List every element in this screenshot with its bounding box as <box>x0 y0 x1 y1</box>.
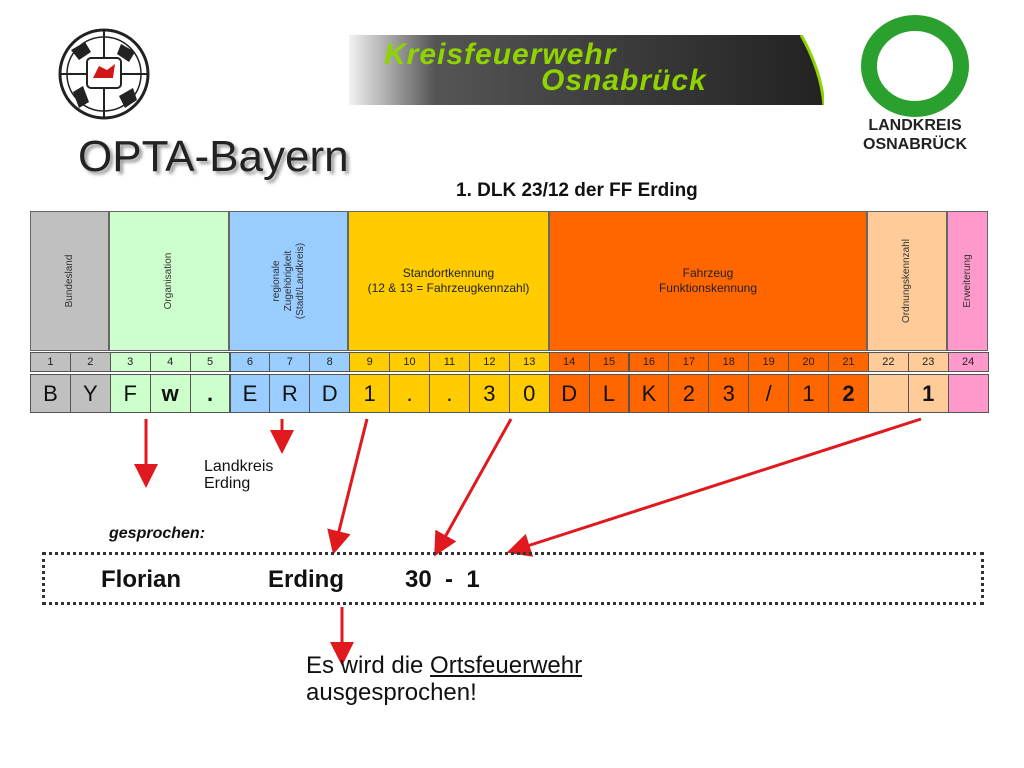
position-number: 18 <box>708 352 750 372</box>
code-character: 1 <box>788 374 829 413</box>
position-number: 22 <box>867 352 909 372</box>
position-number: 17 <box>668 352 710 372</box>
code-character: L <box>588 374 630 413</box>
code-character: Y <box>69 374 111 413</box>
vehicle-subtitle: 1. DLK 23/12 der FF Erding <box>456 180 698 201</box>
bottom-explanation: Es wird die Ortsfeuerwehr ausgesprochen! <box>306 652 582 706</box>
code-character: w <box>149 374 191 413</box>
spoken-word-erding: Erding <box>268 566 344 593</box>
banner-text-kreisfeuerwehr: Kreisfeuerwehr <box>384 38 617 71</box>
code-character: K <box>628 374 670 413</box>
spoken-label: gesprochen: <box>109 525 206 542</box>
header-standort: Standortkennung (12 & 13 = Fahrzeugkennz… <box>348 211 549 351</box>
bottom-text-prefix: Es wird die <box>306 652 431 679</box>
position-number: 21 <box>828 352 869 372</box>
position-number: 24 <box>947 352 989 372</box>
header-fahrzeug-label: Fahrzeug Funktionskennung <box>550 266 866 296</box>
position-number: 20 <box>788 352 829 372</box>
landkreis-note-line1: Landkreis <box>204 458 274 475</box>
arrow-standort-florian <box>327 418 369 555</box>
arrow-ordnungskennzahl <box>506 417 922 557</box>
header-fahrzeug: Fahrzeug Funktionskennung <box>549 211 867 351</box>
header-fahrzeug-line2: Funktionskennung <box>658 281 758 295</box>
header-regional: regionale Zugehörigkeit (Stadt/Landkreis… <box>229 211 348 351</box>
code-character: . <box>189 374 231 413</box>
fire-brigade-crest-icon <box>58 28 150 120</box>
landkreis-note: Landkreis Erding <box>204 458 273 492</box>
code-character: . <box>429 374 470 413</box>
code-character: D <box>309 374 351 413</box>
header-standort-line1: Standortkennung <box>402 266 495 280</box>
code-character: 1 <box>349 374 391 413</box>
position-number: 10 <box>389 352 430 372</box>
code-character: E <box>229 374 271 413</box>
header-fahrzeug-line1: Fahrzeug <box>682 266 734 280</box>
position-number: 23 <box>907 352 949 372</box>
position-number: 14 <box>548 352 590 372</box>
code-character: B <box>30 374 71 413</box>
kreisfeuerwehr-banner <box>349 35 824 105</box>
spoken-callsign-box <box>42 552 984 605</box>
banner-text-osnabrueck: Osnabrück <box>541 64 707 97</box>
header-erweiterung: Erweiterung <box>947 211 988 351</box>
position-number: 13 <box>508 352 550 372</box>
position-number: 4 <box>149 352 191 372</box>
code-character <box>947 374 989 413</box>
header-ordnung: Ordnungskennzahl <box>867 211 947 351</box>
code-character: 2 <box>668 374 710 413</box>
landkreis-note-line2: Erding <box>204 475 251 492</box>
code-character: F <box>109 374 151 413</box>
spoken-word-number: 30 - 1 <box>405 566 480 593</box>
position-number: 11 <box>429 352 470 372</box>
bottom-text-line2: ausgesprochen! <box>306 679 477 706</box>
code-character: 3 <box>468 374 510 413</box>
bottom-text-underlined: Ortsfeuerwehr <box>430 652 583 679</box>
header-organisation: Organisation <box>109 211 229 351</box>
position-number: 3 <box>109 352 151 372</box>
code-character: / <box>748 374 790 413</box>
header-bundesland: Bundesland <box>30 211 109 351</box>
landkreis-ring-logo-icon <box>861 15 969 117</box>
landkreis-logo-text: LANDKREIS OSNABRÜCK <box>850 116 980 154</box>
position-number: 19 <box>748 352 790 372</box>
landkreis-logo-line1: LANDKREIS <box>868 117 962 134</box>
header-standort-label: Standortkennung (12 & 13 = Fahrzeugkennz… <box>349 266 548 296</box>
code-character: R <box>269 374 311 413</box>
header-standort-line2: (12 & 13 = Fahrzeugkennzahl) <box>367 281 530 295</box>
page-title: OPTA-Bayern <box>78 132 349 181</box>
position-number: 2 <box>69 352 111 372</box>
landkreis-logo-line2: OSNABRÜCK <box>863 136 967 153</box>
spoken-word-florian: Florian <box>101 566 182 593</box>
code-character: 3 <box>708 374 750 413</box>
position-number: 8 <box>309 352 351 372</box>
code-character: 0 <box>508 374 550 413</box>
arrow-standort-kennzahl <box>434 418 513 557</box>
code-character: D <box>548 374 590 413</box>
